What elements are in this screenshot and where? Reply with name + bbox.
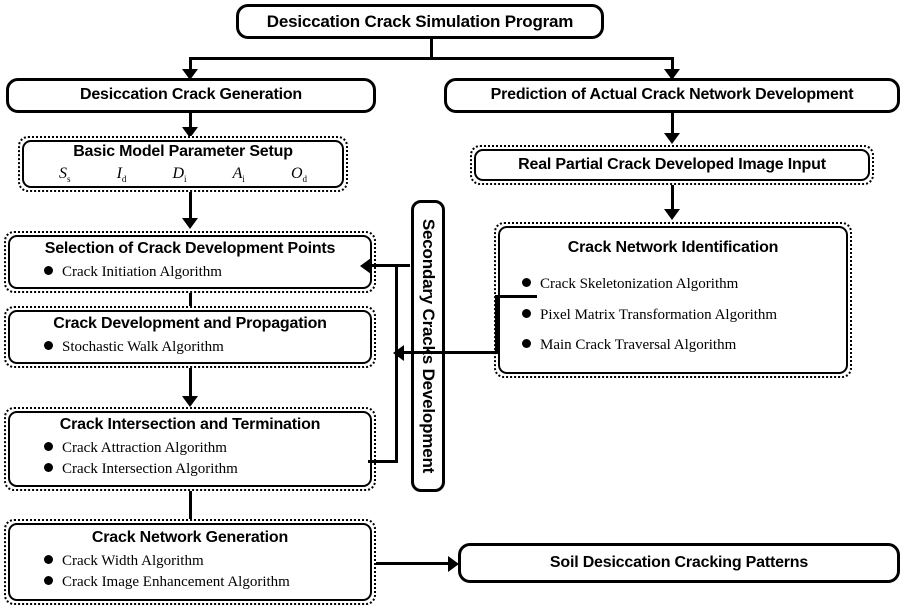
node-development-bullets: Stochastic Walk Algorithm xyxy=(10,337,370,359)
bullet-item: Crack Intersection Algorithm xyxy=(44,459,370,481)
arrowhead-left-1 xyxy=(182,127,198,138)
node-basic-model-label: Basic Model Parameter Setup xyxy=(73,142,293,160)
bullet-text: Crack Width Algorithm xyxy=(62,552,204,569)
node-network-generation-label: Crack Network Generation xyxy=(91,528,289,546)
node-crack-development-and-propagation: Crack Development and Propagation Stocha… xyxy=(4,306,376,368)
bullet-dot-icon xyxy=(522,339,531,349)
node-real-partial-crack-developed-image-input: Real Partial Crack Developed Image Input xyxy=(470,145,874,185)
connector-output-arrow xyxy=(376,562,452,565)
bullet-dot-icon xyxy=(522,277,531,287)
param-symbol-3: Ai xyxy=(232,165,245,185)
arrowhead-left-into-selection xyxy=(360,258,371,274)
parameter-symbols: Ss Id Di Ai Od xyxy=(59,165,307,184)
connector-ident-to-secondary-h2 xyxy=(495,295,537,298)
connector-left-4 xyxy=(189,368,192,398)
bullet-dot-icon xyxy=(44,441,53,451)
arrowhead-left-into-secondary xyxy=(393,345,404,361)
connector-right-2 xyxy=(671,185,674,211)
node-branch-right: Prediction of Actual Crack Network Devel… xyxy=(444,78,900,113)
bullet-text: Main Crack Traversal Algorithm xyxy=(540,337,737,354)
node-branch-left-label: Desiccation Crack Generation xyxy=(79,86,303,104)
node-identification-bullets: Crack Skeletonization Algorithm Pixel Ma… xyxy=(500,269,846,361)
arrowhead-left-4 xyxy=(182,396,198,407)
node-crack-intersection-and-termination: Crack Intersection and Termination Crack… xyxy=(4,407,376,491)
bullet-dot-icon xyxy=(44,576,53,586)
node-output-label: Soil Desiccation Cracking Patterns xyxy=(549,553,809,571)
node-secondary-label: Secondary Cracks Development xyxy=(419,218,439,474)
bullet-item: Main Crack Traversal Algorithm xyxy=(522,330,846,361)
connector-left-3 xyxy=(189,293,192,317)
arrowhead-right-2 xyxy=(664,209,680,220)
connector-feedback-top xyxy=(368,264,398,267)
bullet-item: Pixel Matrix Transformation Algorithm xyxy=(522,300,846,331)
node-branch-left: Desiccation Crack Generation xyxy=(6,78,376,113)
node-development-label: Crack Development and Propagation xyxy=(53,314,327,332)
bullet-dot-icon xyxy=(522,308,531,318)
bullet-item: Crack Width Algorithm xyxy=(44,551,370,573)
connector-feedback-vertical xyxy=(395,264,398,463)
bullet-dot-icon xyxy=(44,265,53,275)
node-root: Desiccation Crack Simulation Program xyxy=(236,4,604,39)
bullet-item: Crack Image Enhancement Algorithm xyxy=(44,572,370,594)
bullet-dot-icon xyxy=(44,340,53,350)
bullet-item: Crack Attraction Algorithm xyxy=(44,438,370,460)
node-secondary-cracks-development: Secondary Cracks Development xyxy=(411,200,445,492)
bullet-item: Stochastic Walk Algorithm xyxy=(44,337,370,359)
arrowhead-down-right xyxy=(664,69,680,80)
bullet-text: Pixel Matrix Transformation Algorithm xyxy=(540,306,778,323)
connector-right-1 xyxy=(671,113,674,135)
connector-left-1 xyxy=(189,113,192,129)
node-selection-label: Selection of Crack Development Points xyxy=(44,239,336,257)
param-symbol-2: Di xyxy=(172,165,187,185)
connector-feedback-bottom xyxy=(368,460,398,463)
node-network-generation-bullets: Crack Width Algorithm Crack Image Enhanc… xyxy=(10,551,370,595)
connector-ident-to-secondary-v xyxy=(495,295,498,354)
node-selection-of-crack-development-points: Selection of Crack Development Points Cr… xyxy=(4,231,376,293)
arrowhead-right-into-output xyxy=(448,556,459,572)
connector-split-right xyxy=(671,57,674,71)
bullet-text: Stochastic Walk Algorithm xyxy=(62,338,224,355)
bullet-dot-icon xyxy=(44,463,53,473)
node-soil-desiccation-cracking-patterns: Soil Desiccation Cracking Patterns xyxy=(458,543,900,583)
bullet-dot-icon xyxy=(44,554,53,564)
bullet-item: Crack Skeletonization Algorithm xyxy=(522,269,846,300)
node-intersection-label: Crack Intersection and Termination xyxy=(59,415,321,433)
param-symbol-1: Id xyxy=(116,165,127,185)
connector-left-2 xyxy=(189,192,192,220)
node-crack-network-identification: Crack Network Identification Crack Skele… xyxy=(494,222,852,378)
connector-split-bar xyxy=(190,57,674,60)
bullet-text: Crack Initiation Algorithm xyxy=(62,263,222,280)
node-branch-right-label: Prediction of Actual Crack Network Devel… xyxy=(490,86,854,104)
param-symbol-0: Ss xyxy=(58,165,71,185)
node-identification-label: Crack Network Identification xyxy=(567,239,779,256)
node-intersection-bullets: Crack Attraction Algorithm Crack Interse… xyxy=(10,438,370,482)
node-real-image-label: Real Partial Crack Developed Image Input xyxy=(518,155,826,173)
arrowhead-down-left xyxy=(182,69,198,80)
bullet-item: Crack Initiation Algorithm xyxy=(44,262,370,284)
connector-split-left xyxy=(189,57,192,71)
bullet-text: Crack Intersection Algorithm xyxy=(62,461,238,478)
node-selection-bullets: Crack Initiation Algorithm xyxy=(10,262,370,284)
node-root-label: Desiccation Crack Simulation Program xyxy=(266,11,574,31)
node-basic-model-parameter-setup: Basic Model Parameter Setup Ss Id Di Ai … xyxy=(18,136,348,192)
bullet-text: Crack Image Enhancement Algorithm xyxy=(62,574,290,591)
connector-root-stem xyxy=(430,39,433,59)
connector-ident-to-secondary-h1 xyxy=(401,351,498,354)
connector-left-5 xyxy=(189,491,192,523)
bullet-text: Crack Attraction Algorithm xyxy=(62,439,227,456)
arrowhead-left-2 xyxy=(182,218,198,229)
node-crack-network-generation: Crack Network Generation Crack Width Alg… xyxy=(4,519,376,605)
param-symbol-4: Od xyxy=(290,165,308,185)
arrowhead-right-1 xyxy=(664,133,680,144)
bullet-text: Crack Skeletonization Algorithm xyxy=(540,275,739,292)
